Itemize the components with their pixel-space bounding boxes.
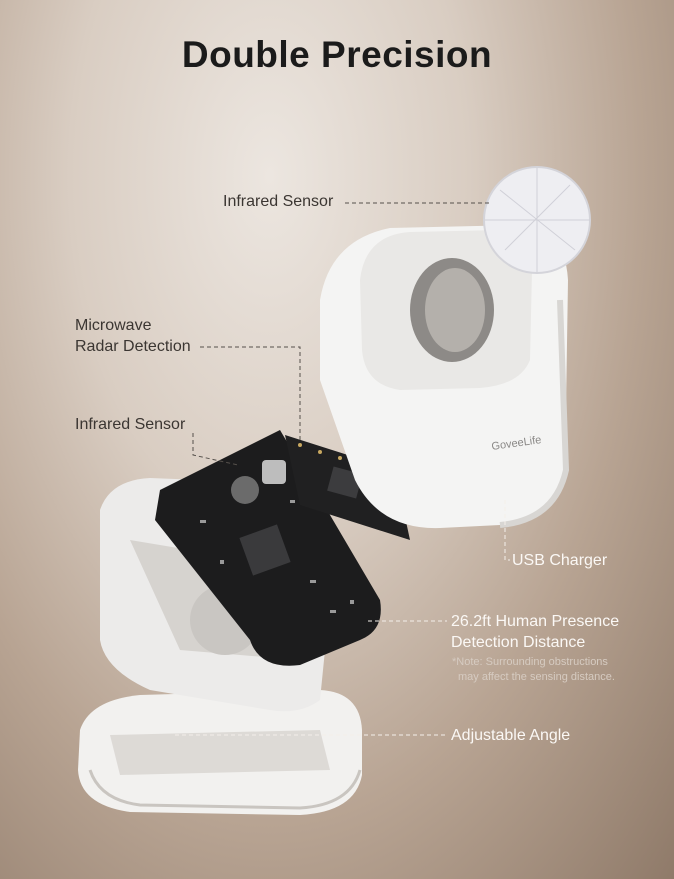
note-line1: *Note: Surrounding obstructions <box>452 656 608 668</box>
label-microwave-line1: Microwave <box>75 317 152 334</box>
label-infrared-sensor-left: Infrared Sensor <box>75 416 186 433</box>
main-circuit-board <box>155 430 381 666</box>
page-title: Double Precision <box>181 34 493 75</box>
label-distance-line2: Detection Distance <box>451 634 586 651</box>
label-adjustable-angle: Adjustable Angle <box>451 727 571 744</box>
note-line2: may affect the sensing distance. <box>458 671 615 683</box>
base-stand <box>78 690 362 815</box>
front-cover: GoveeLife <box>320 225 570 529</box>
label-distance-line1: 26.2ft Human Presence <box>451 613 620 630</box>
infrared-lens-dome <box>483 166 591 274</box>
leader-lines <box>175 202 510 736</box>
label-microwave-line2: Radar Detection <box>75 338 191 355</box>
label-usb-charger: USB Charger <box>512 552 608 569</box>
label-infrared-sensor-top: Infrared Sensor <box>223 193 334 210</box>
